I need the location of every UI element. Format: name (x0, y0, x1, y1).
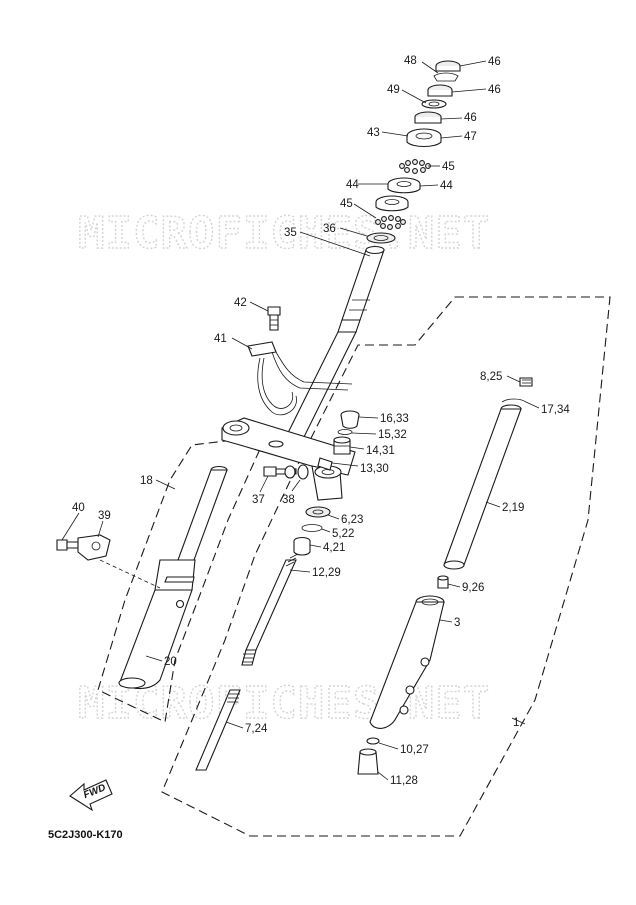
callout-20: 20 (164, 656, 177, 668)
callout-44-a: 44 (346, 179, 359, 191)
outline-fork-left (97, 437, 266, 723)
callout-4-21: 4,21 (323, 542, 345, 554)
leader-lines (61, 60, 540, 781)
diagram-code: 5C2J300-K170 (48, 829, 123, 841)
steering-stem (281, 245, 385, 446)
damper-parts (293, 506, 331, 556)
callout-7-24: 7,24 (245, 723, 268, 735)
callout-13-30: 13,30 (360, 463, 389, 475)
damper-rod-12 (241, 553, 299, 666)
callout-49: 49 (387, 84, 400, 96)
callout-42: 42 (234, 297, 247, 309)
callout-15-32: 15,32 (378, 429, 407, 441)
stem-small-parts (317, 410, 360, 471)
callout-48: 48 (404, 55, 417, 67)
ball-race-upper (399, 159, 431, 174)
callout-45-b: 45 (340, 198, 353, 210)
callout-17-34: 17,34 (541, 404, 570, 416)
ball-race-lower (375, 215, 406, 230)
callout-40: 40 (72, 502, 85, 514)
clamp-39 (56, 534, 161, 589)
callout-14-31: 14,31 (366, 445, 395, 457)
callout-38: 38 (282, 494, 295, 506)
bolt-37 (263, 464, 309, 480)
callout-11-28: 11,28 (390, 775, 418, 787)
callout-6-23: 6,23 (341, 514, 363, 526)
callout-39: 39 (98, 510, 111, 522)
callout-labels: 48 46 49 46 46 43 47 45 44 44 45 36 35 4… (72, 55, 570, 787)
callout-47: 47 (464, 131, 477, 143)
rod-7 (195, 689, 241, 771)
right-fork (357, 377, 533, 775)
callout-10-27: 10,27 (400, 744, 429, 756)
callout-46-c: 46 (464, 112, 477, 124)
bracket-41 (247, 306, 353, 416)
steering-stack (366, 60, 461, 244)
left-fork (118, 465, 228, 690)
callout-8-25: 8,25 (480, 371, 502, 383)
callout-44-b: 44 (440, 180, 453, 192)
callout-41: 41 (214, 333, 227, 345)
callout-2-19: 2,19 (502, 502, 524, 514)
callout-3: 3 (454, 617, 460, 629)
callout-45-a: 45 (442, 161, 455, 173)
outline-fork-right (161, 296, 611, 837)
under-bracket (221, 417, 356, 501)
callout-35: 35 (284, 227, 297, 239)
callout-9-26: 9,26 (462, 582, 484, 594)
callout-46-b: 46 (488, 84, 501, 96)
callout-16-33: 16,33 (380, 413, 409, 425)
fwd-arrow: FWD (69, 779, 113, 812)
callout-36: 36 (323, 223, 336, 235)
callout-5-22: 5,22 (332, 528, 354, 540)
callout-46-a: 46 (488, 56, 501, 68)
callout-1: 1 (513, 717, 519, 729)
callout-43: 43 (367, 127, 380, 139)
watermark-top: MICROFICHES.NET (78, 208, 490, 259)
callout-18: 18 (140, 475, 153, 487)
callout-37: 37 (252, 494, 265, 506)
callout-12-29: 12,29 (312, 567, 341, 579)
